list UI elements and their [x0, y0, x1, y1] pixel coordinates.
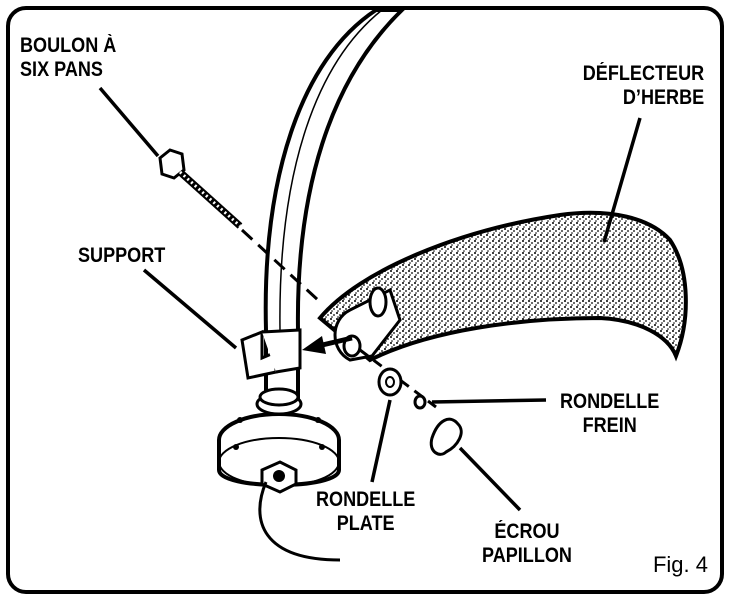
label-lock-washer-line1: RONDELLE: [560, 390, 660, 413]
grass-deflector: [317, 210, 688, 363]
label-hex-bolt-line1: BOULON À: [20, 34, 117, 57]
lock-washer: [413, 394, 427, 410]
label-flat-washer: RONDELLE PLATE: [316, 488, 415, 536]
label-lock-washer: RONDELLE FREIN: [560, 390, 659, 438]
label-flat-washer-line2: PLATE: [336, 512, 395, 535]
leader-lines: [98, 86, 642, 512]
label-lock-washer-line2: FREIN: [582, 414, 637, 437]
label-grass-deflector: DÉFLECTEUR D’HERBE: [583, 62, 704, 110]
label-hex-bolt-line2: SIX PANS: [20, 58, 103, 81]
label-support: SUPPORT: [78, 244, 165, 268]
label-flat-washer-line1: RONDELLE: [316, 488, 416, 511]
trimmer-head: [217, 387, 341, 562]
hex-bolt: [158, 148, 320, 302]
label-hex-bolt: BOULON À SIX PANS: [20, 34, 116, 82]
figure-frame: [6, 6, 724, 594]
wing-nut: [429, 417, 463, 456]
label-wing-nut-line2: PAPILLON: [482, 544, 572, 567]
label-support-line1: SUPPORT: [78, 244, 166, 267]
insertion-arrow: [302, 335, 353, 354]
label-grass-deflector-line2: D’HERBE: [622, 86, 704, 109]
label-grass-deflector-line1: DÉFLECTEUR: [582, 62, 704, 85]
label-wing-nut-line1: ÉCROU: [494, 520, 560, 543]
figure-number: Fig. 4: [652, 552, 708, 577]
label-wing-nut: ÉCROU PAPILLON: [482, 520, 572, 568]
support-bracket: [240, 328, 302, 380]
hardware-parts: [359, 348, 463, 456]
